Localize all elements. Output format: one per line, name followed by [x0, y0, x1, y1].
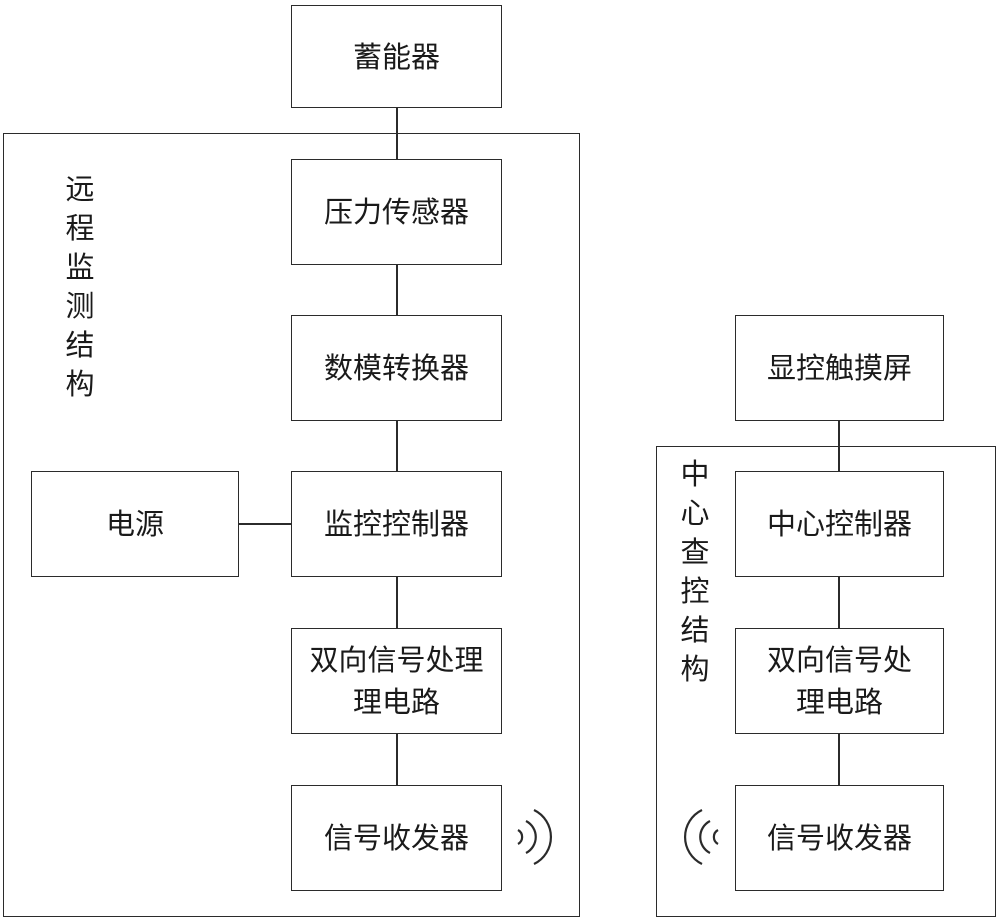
remote-signal-circuit-label-line2: 理电路 — [352, 685, 440, 719]
touch-screen-box: 显控触摸屏 — [735, 315, 944, 421]
central-controller-box: 中心控制器 — [735, 471, 944, 577]
remote-transceiver-label: 信号收发器 — [323, 821, 469, 855]
pressure-sensor-label: 压力传感器 — [323, 195, 469, 229]
central-signal-circuit-label-line1: 双向信号处 — [766, 643, 912, 677]
remote-signal-waves-icon — [517, 809, 552, 865]
remote-monitoring-frame — [3, 133, 580, 917]
connector-central-circuit-to-transceiver — [838, 733, 840, 786]
pressure-sensor-box: 压力传感器 — [291, 159, 502, 265]
connector-circuit-to-transceiver — [396, 733, 398, 786]
power-supply-label: 电源 — [105, 507, 164, 541]
connector-converter-to-controller — [396, 420, 398, 472]
connector-accumulator-to-sensor — [396, 107, 398, 160]
accumulator-box: 蓄能器 — [291, 5, 502, 108]
central-transceiver-box: 信号收发器 — [735, 785, 944, 891]
connector-power-to-controller — [238, 523, 291, 525]
accumulator-label: 蓄能器 — [352, 39, 440, 74]
central-signal-circuit-box: 双向信号处 理电路 — [735, 628, 944, 734]
connector-controller-to-circuit — [396, 576, 398, 629]
connector-sensor-to-converter — [396, 264, 398, 316]
remote-signal-circuit-label-line1: 双向信号处理 — [309, 643, 484, 677]
remote-transceiver-box: 信号收发器 — [291, 785, 502, 891]
connector-screen-to-central-controller — [838, 420, 840, 472]
central-signal-waves-icon — [684, 809, 719, 865]
power-supply-box: 电源 — [31, 471, 239, 577]
monitor-controller-label: 监控控制器 — [323, 507, 469, 541]
da-converter-label: 数模转换器 — [323, 351, 469, 385]
remote-monitoring-label: 远 程 监 测 结 构 — [65, 172, 95, 401]
central-control-frame — [656, 446, 996, 917]
monitor-controller-box: 监控控制器 — [291, 471, 502, 577]
remote-signal-circuit-box: 双向信号处理 理电路 — [291, 628, 502, 734]
central-signal-circuit-label-line2: 理电路 — [795, 685, 883, 719]
central-transceiver-label: 信号收发器 — [766, 821, 912, 855]
connector-central-controller-to-circuit — [838, 576, 840, 629]
da-converter-box: 数模转换器 — [291, 315, 502, 421]
touch-screen-label: 显控触摸屏 — [766, 351, 912, 385]
central-control-label: 中 心 查 控 结 构 — [680, 457, 710, 686]
central-controller-label: 中心控制器 — [766, 507, 912, 541]
